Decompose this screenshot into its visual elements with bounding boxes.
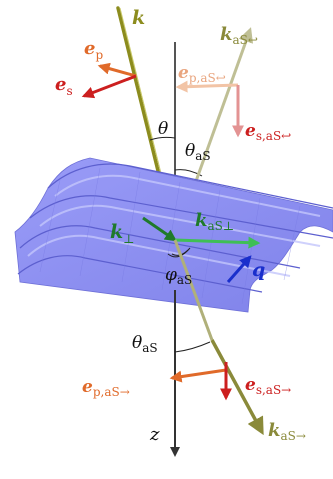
label-e-s-aS-fwd: es,aS→ [245, 375, 291, 397]
label-k-aS-back: kaS↩ [220, 24, 258, 47]
label-k-perp: k⊥ [110, 221, 134, 246]
label-z: z [149, 424, 160, 445]
e-s-arrow [81, 74, 137, 99]
label-e-p-aS-back: ep,aS↩ [178, 63, 226, 85]
theta-aS-lower-arc [174, 341, 211, 353]
label-phi-aS: φaS [165, 265, 192, 287]
e-p-arrow [97, 62, 137, 78]
k-aS-fwd-arrow [210, 339, 264, 436]
corrugated-surface [14, 157, 333, 313]
label-q: q [252, 259, 265, 281]
e-p-aS-fwd-arrow [169, 368, 227, 383]
label-k: k [132, 7, 145, 29]
label-theta: θ [158, 119, 168, 139]
k-aS-perp-arrow [174, 236, 261, 249]
label-theta-aS-upper: θaS [185, 141, 211, 163]
label-e-s: es [55, 74, 73, 98]
label-theta-aS-lower: θaS [132, 333, 158, 355]
label-k-aS-fwd: kaS→ [268, 420, 306, 443]
k-perp-arrow [142, 216, 177, 242]
q-arrow [226, 255, 252, 283]
e-p-aS-back-arrow [175, 80, 239, 93]
label-e-s-aS-back: es,aS↩ [245, 121, 291, 143]
label-e-p-aS-fwd: ep,aS→ [82, 377, 130, 399]
k-aS-fwd-hidden [173, 239, 214, 341]
label-k-aS-perp: kaS⊥ [195, 210, 234, 233]
theta-arc [149, 136, 176, 141]
label-e-p: ep [84, 38, 103, 62]
